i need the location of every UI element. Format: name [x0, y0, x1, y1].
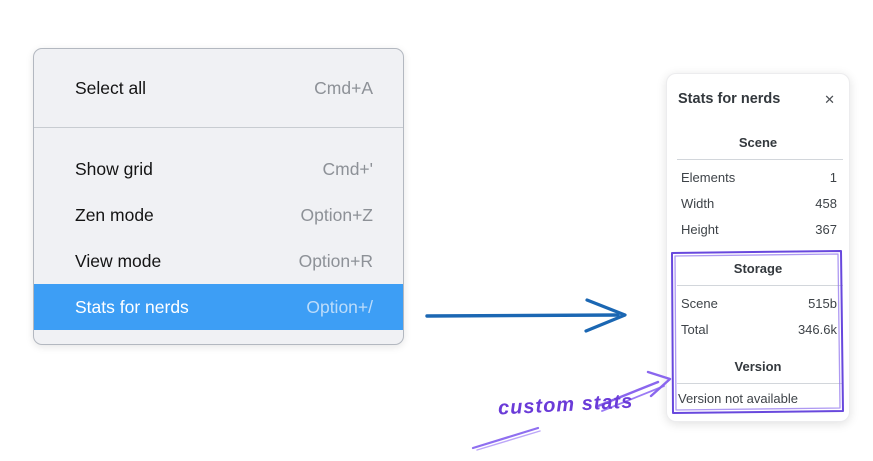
- stat-label: Height: [681, 221, 719, 237]
- menu-item-shortcut: Cmd+': [322, 158, 373, 179]
- close-icon[interactable]: ✕: [824, 91, 835, 107]
- version-note: Version not available: [678, 391, 798, 406]
- stat-value: 367: [815, 221, 837, 237]
- menu-item-stats-for-nerds[interactable]: Stats for nerds Option+/: [34, 284, 403, 330]
- menu-item-shortcut: Option+/: [306, 296, 373, 317]
- context-menu: Select all Cmd+A Show grid Cmd+' Zen mod…: [33, 48, 404, 345]
- menu-item-zen-mode[interactable]: Zen mode Option+Z: [34, 192, 403, 238]
- menu-item-label: Zen mode: [75, 204, 154, 225]
- stat-label: Scene: [681, 295, 718, 311]
- menu-spacer: [34, 128, 403, 146]
- stats-panel: Stats for nerds ✕ Scene Elements 1 Width…: [666, 73, 850, 422]
- section-divider: [677, 285, 843, 286]
- menu-item-label: Stats for nerds: [75, 296, 189, 317]
- stat-value: 458: [815, 195, 837, 211]
- stat-row-scene-size: Scene 515b: [667, 290, 849, 316]
- stats-panel-header: Stats for nerds ✕: [667, 74, 849, 110]
- section-divider: [677, 383, 843, 384]
- stat-row-elements: Elements 1: [667, 164, 849, 190]
- menu-divider: [34, 127, 403, 128]
- stat-value: 515b: [808, 295, 837, 311]
- menu-item-label: Select all: [75, 77, 147, 98]
- menu-item-label: Show grid: [75, 158, 153, 179]
- stat-value: 1: [829, 169, 837, 185]
- section-divider: [677, 159, 843, 160]
- menu-item-show-grid[interactable]: Show grid Cmd+': [34, 146, 403, 192]
- stat-row-width: Width 458: [667, 190, 849, 216]
- section-heading-storage: Storage: [733, 261, 783, 276]
- stat-row-height: Height 367: [667, 216, 849, 242]
- section-heading-version: Version: [734, 359, 782, 374]
- stats-panel-title: Stats for nerds: [678, 91, 781, 107]
- menu-item-shortcut: Cmd+A: [314, 77, 373, 98]
- menu-item-view-mode[interactable]: View mode Option+R: [34, 238, 403, 284]
- menu-item-select-all[interactable]: Select all Cmd+A: [34, 49, 403, 127]
- menu-item-shortcut: Option+R: [298, 250, 373, 271]
- stat-value: 346.6k: [797, 321, 837, 337]
- annotation-label: custom stats: [497, 390, 634, 420]
- menu-spacer: [34, 330, 403, 342]
- stat-label: Total: [681, 321, 709, 337]
- stat-label: Width: [681, 195, 715, 211]
- flow-arrow: [425, 298, 627, 333]
- stat-label: Elements: [681, 169, 736, 185]
- section-heading-scene: Scene: [738, 135, 778, 150]
- annotation-stroke: [471, 426, 541, 451]
- menu-item-label: View mode: [75, 250, 162, 271]
- menu-item-shortcut: Option+Z: [300, 204, 373, 225]
- stat-row-total-size: Total 346.6k: [667, 316, 849, 342]
